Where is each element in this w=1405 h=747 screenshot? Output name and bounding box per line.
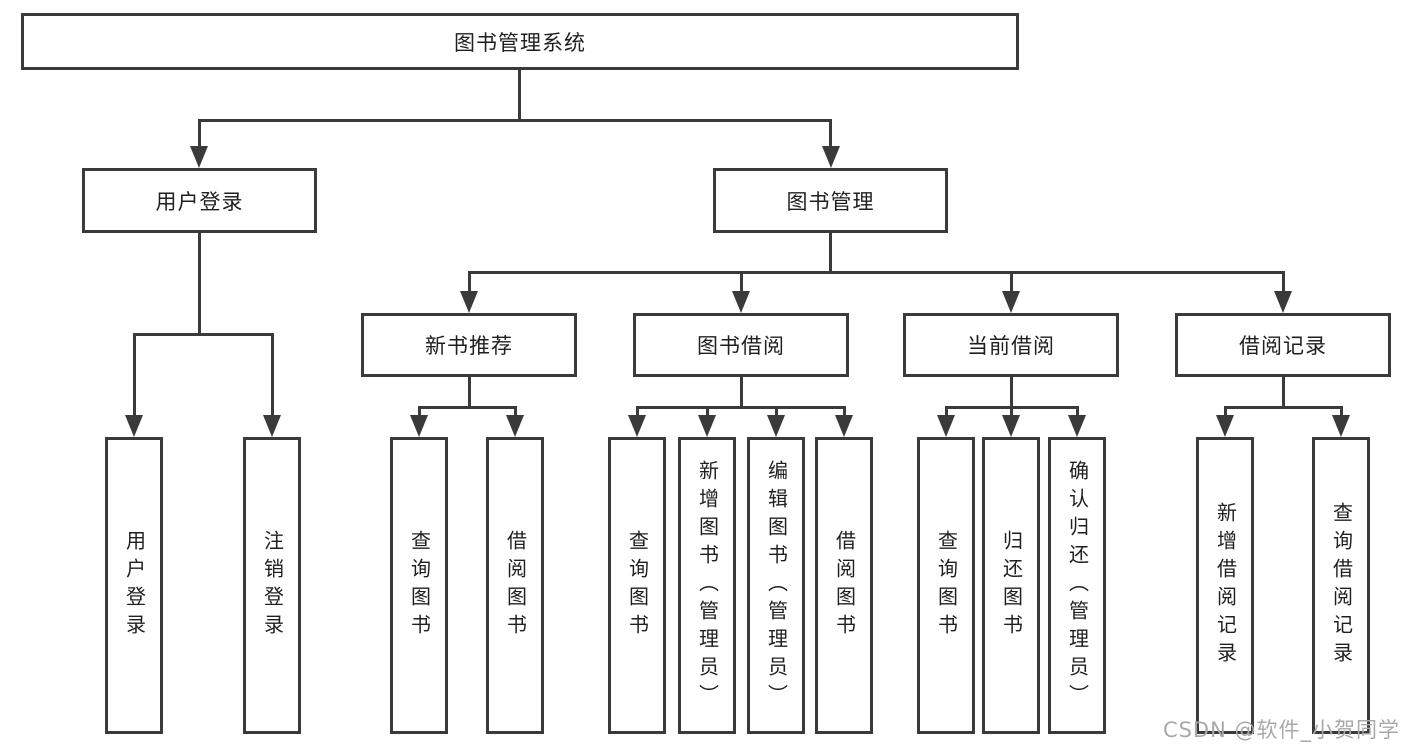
connector-line <box>635 406 639 417</box>
arrowhead-down-icon <box>410 415 428 437</box>
connector-line <box>829 233 832 273</box>
leaf-label: 确认归还（管理员） <box>1065 459 1090 712</box>
leaf-label: 查询图书 <box>407 529 432 642</box>
arrowhead-down-icon <box>628 415 646 437</box>
connector-line <box>829 119 832 148</box>
leaf-label: 查询图书 <box>625 529 650 642</box>
leaf-label: 借阅图书 <box>503 529 528 642</box>
node-book-management-branch: 图书管理 <box>713 168 948 233</box>
connector-line <box>132 333 136 415</box>
leaf-current-query-books: 查询图书 <box>917 437 975 734</box>
arrowhead-down-icon <box>937 415 955 437</box>
leaf-recommend-borrow-books: 借阅图书 <box>486 437 544 734</box>
connector-line <box>635 406 846 409</box>
connector-line <box>739 377 743 408</box>
connector-line <box>1009 406 1013 417</box>
connector-line <box>1281 377 1285 408</box>
leaf-current-return-books: 归还图书 <box>982 437 1040 734</box>
arrowhead-down-icon <box>698 415 716 437</box>
connector-line <box>132 333 274 336</box>
leaf-user-login: 用户登录 <box>105 437 163 734</box>
csdn-watermark: CSDN @软件_小贺同学 <box>1162 718 1400 742</box>
leaf-records-add-record: 新增借阅记录 <box>1196 437 1254 734</box>
node-new-book-recommend: 新书推荐 <box>361 313 577 377</box>
arrowhead-down-icon <box>1002 291 1020 313</box>
node-user-login-branch: 用户登录 <box>82 168 317 233</box>
arrowhead-down-icon <box>1274 291 1292 313</box>
connector-line <box>944 406 948 417</box>
connector-line <box>774 406 778 417</box>
connector-line <box>197 119 832 122</box>
connector-line <box>1281 271 1285 293</box>
connector-line <box>842 406 846 417</box>
leaf-recommend-query-books: 查询图书 <box>390 437 448 734</box>
arrowhead-down-icon <box>263 415 281 437</box>
leaf-label: 新增借阅记录 <box>1213 501 1238 670</box>
connector-line <box>1339 406 1343 417</box>
connector-line <box>1009 271 1013 293</box>
connector-line <box>1223 406 1343 409</box>
connector-line <box>1009 377 1013 408</box>
connector-line <box>417 406 517 409</box>
leaf-records-query-record: 查询借阅记录 <box>1312 437 1370 734</box>
leaf-label: 用户登录 <box>122 529 147 642</box>
connector-line <box>1075 406 1079 417</box>
leaf-label: 注销登录 <box>260 529 285 642</box>
node-root: 图书管理系统 <box>21 13 1019 70</box>
connector-line <box>417 406 421 417</box>
leaf-label: 新增图书（管理员） <box>695 459 720 712</box>
node-book-borrow: 图书借阅 <box>633 313 849 377</box>
leaf-logout: 注销登录 <box>243 437 301 734</box>
arrowhead-down-icon <box>506 415 524 437</box>
leaf-label: 归还图书 <box>999 529 1024 642</box>
leaf-label: 借阅图书 <box>832 529 857 642</box>
leaf-borrow-add-books-admin: 新增图书（管理员） <box>678 437 736 734</box>
arrowhead-down-icon <box>125 415 143 437</box>
leaf-borrow-edit-books-admin: 编辑图书（管理员） <box>747 437 805 734</box>
connector-line <box>739 271 743 293</box>
connector-line <box>705 406 709 417</box>
arrowhead-down-icon <box>1068 415 1086 437</box>
leaf-label: 查询借阅记录 <box>1329 501 1354 670</box>
arrowhead-down-icon <box>1332 415 1350 437</box>
node-current-borrow: 当前借阅 <box>903 313 1119 377</box>
connector-line <box>517 70 521 120</box>
arrowhead-down-icon <box>1002 415 1020 437</box>
connector-line <box>270 333 274 415</box>
arrowhead-down-icon <box>460 291 478 313</box>
leaf-label: 查询图书 <box>934 529 959 642</box>
connector-line <box>1223 406 1227 417</box>
connector-line <box>513 406 517 417</box>
arrowhead-down-icon <box>732 291 750 313</box>
connector-line <box>467 271 1285 274</box>
connector-line <box>467 271 471 293</box>
arrowhead-down-icon <box>821 146 840 168</box>
leaf-current-confirm-return-admin: 确认归还（管理员） <box>1048 437 1106 734</box>
arrowhead-down-icon <box>1216 415 1234 437</box>
node-borrow-records: 借阅记录 <box>1175 313 1391 377</box>
connector-line <box>467 377 471 408</box>
arrowhead-down-icon <box>190 146 208 168</box>
leaf-borrow-query-books: 查询图书 <box>608 437 666 734</box>
leaf-borrow-borrow-books: 借阅图书 <box>815 437 873 734</box>
arrowhead-down-icon <box>835 415 853 437</box>
leaf-label: 编辑图书（管理员） <box>764 459 789 712</box>
arrowhead-down-icon <box>767 415 785 437</box>
connector-line <box>198 233 201 335</box>
connector-line <box>197 119 201 148</box>
